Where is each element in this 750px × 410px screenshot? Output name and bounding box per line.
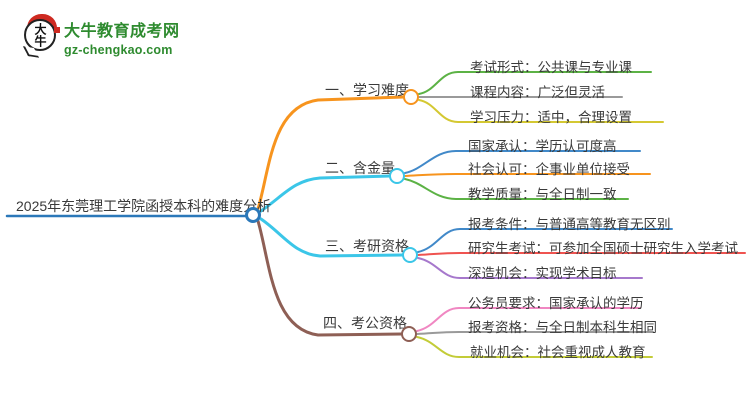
child-label-exam-format: 考试形式：公共课与专业课: [470, 60, 632, 75]
branch-handle-1: [403, 89, 419, 105]
root-node-label: 2025年东莞理工学院函授本科的难度分析: [16, 198, 272, 214]
cow-logo-icon: 大牛: [22, 14, 62, 58]
branch-handle-2: [389, 168, 405, 184]
child-label-study-pressure: 学习压力：适中，合理设置: [470, 110, 632, 125]
child-label-employment-opportunity: 就业机会：社会重视成人教育: [470, 345, 646, 360]
site-url: gz-chengkao.com: [64, 43, 173, 57]
edge-b4-c2: [416, 331, 654, 335]
stem-branch-4: [256, 219, 404, 337]
child-label-state-recognition: 国家承认：学历认可度高: [468, 139, 617, 154]
edge-b3-c3: [417, 257, 643, 279]
child-label-apply-qualification: 报考资格：与全日制本科生相同: [468, 320, 657, 335]
child-label-social-recognition: 社会认可：企事业单位接受: [468, 162, 630, 177]
site-logo[interactable]: 大牛 大牛教育成考网 gz-chengkao.com: [22, 13, 252, 58]
branch-label-1: 一、学习难度: [325, 82, 409, 98]
stem-branch-3: [259, 217, 405, 258]
branch-label-4: 四、考公资格: [323, 315, 407, 331]
child-label-further-study: 深造机会：实现学术目标: [468, 266, 617, 281]
branch-label-3: 三、考研资格: [325, 238, 409, 254]
edge-b3-c1: [417, 228, 673, 253]
stem-branch-2: [259, 174, 392, 213]
child-label-course-content: 课程内容：广泛但灵活: [470, 85, 605, 100]
child-label-apply-conditions: 报考条件：与普通高等教育无区别: [468, 217, 671, 232]
edge-b2-c1: [404, 150, 641, 174]
branch-label-2: 二、含金量: [325, 160, 395, 176]
edge-b1-c3: [418, 99, 664, 123]
stem-branch-1: [256, 95, 406, 211]
edge-b2-c3: [404, 178, 629, 200]
edge-b1-c1: [418, 71, 652, 95]
edge-b4-c1: [416, 307, 641, 332]
edge-b3-c2: [417, 252, 746, 256]
logo-seal-icon: [54, 27, 60, 33]
child-label-postgraduate-exam: 研究生考试：可参加全国硕士研究生入学考试: [468, 241, 738, 256]
root-node-handle: [245, 207, 261, 223]
branch-handle-4: [401, 326, 417, 342]
edge-b2-c2: [404, 173, 651, 177]
branch-handle-3: [402, 247, 418, 263]
site-name: 大牛教育成考网: [64, 23, 180, 40]
child-label-teaching-quality: 教学质量：与全日制一致: [468, 187, 617, 202]
logo-mark-text: 大牛: [33, 23, 47, 47]
edge-b4-c3: [416, 336, 653, 358]
child-label-civil-servant-requirement: 公务员要求：国家承认的学历: [468, 296, 644, 311]
